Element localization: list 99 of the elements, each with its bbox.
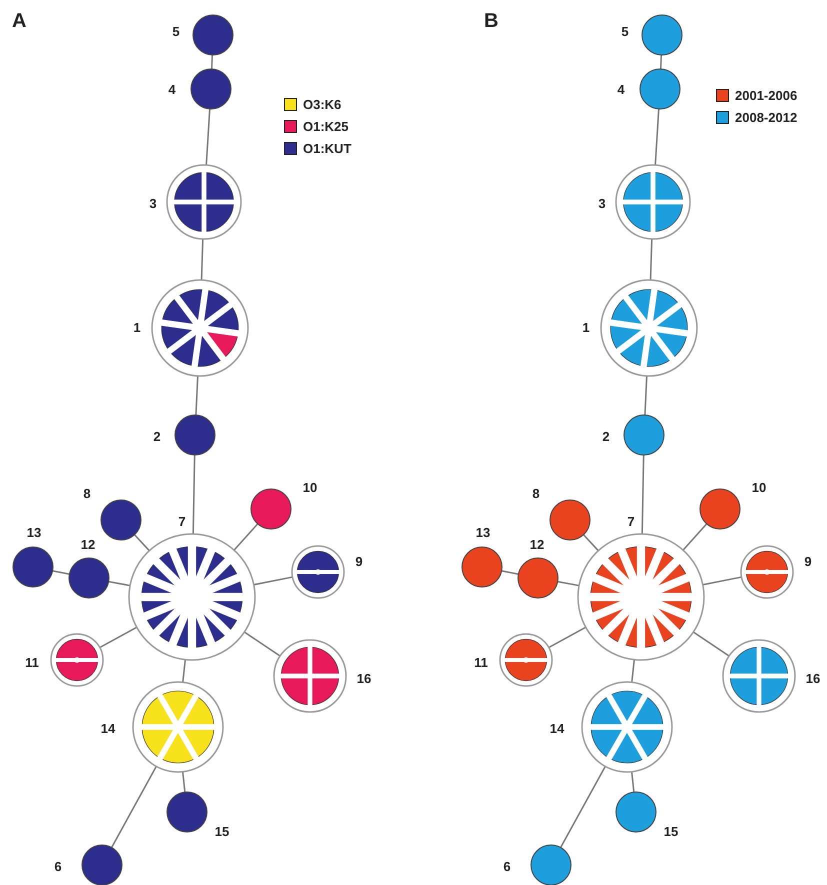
node-number: 15	[214, 825, 230, 839]
pie-chart-node	[576, 532, 706, 662]
circle-node	[189, 67, 233, 111]
node-number: 1	[133, 321, 141, 335]
circle-node	[165, 790, 209, 834]
pie-chart-node	[580, 680, 674, 774]
pie-chart-node	[49, 632, 105, 688]
legend-label: 2001-2006	[735, 89, 798, 103]
node-number: 10	[302, 481, 318, 495]
node-number: 5	[172, 25, 180, 39]
node-number: 3	[598, 197, 606, 211]
circle-node	[460, 545, 504, 589]
node-number: 6	[503, 860, 511, 874]
node-number: 11	[474, 656, 488, 670]
circle-node	[614, 790, 658, 834]
connector-line	[560, 766, 606, 848]
pie-chart-node	[721, 638, 797, 714]
panel-label: B	[484, 10, 498, 32]
connector-line	[650, 238, 653, 280]
legend-label: O3:K6	[303, 98, 342, 112]
connector-line	[182, 772, 186, 792]
node-number: 13	[476, 526, 490, 540]
connector-line	[52, 570, 70, 575]
connector-line	[254, 576, 293, 586]
connector-line	[558, 580, 580, 586]
connector-line	[641, 454, 644, 534]
node-number: 13	[26, 526, 42, 540]
node-number: 14	[100, 722, 116, 736]
circle-node	[67, 556, 111, 600]
pie-chart-node	[498, 632, 554, 688]
legend-label: 2008-2012	[735, 111, 798, 125]
panel-label: A	[12, 10, 26, 32]
node-number: 9	[355, 555, 363, 569]
node-number: 2	[153, 430, 161, 444]
node-number: 11	[25, 656, 39, 670]
connector-line	[631, 772, 635, 792]
connector-line	[206, 108, 211, 166]
connector-line	[234, 523, 258, 551]
connector-line	[134, 534, 150, 552]
circle-node	[698, 487, 742, 531]
connector-line	[644, 376, 648, 416]
circle-node	[99, 498, 143, 542]
node-number: 8	[83, 487, 91, 501]
pie-chart-node	[614, 163, 692, 241]
node-number: 12	[530, 538, 544, 552]
connector-line	[583, 534, 599, 552]
pie-chart-node	[131, 680, 225, 774]
node-number: 5	[621, 25, 629, 39]
node-number: 7	[627, 515, 635, 529]
connector-line	[501, 570, 519, 575]
node-number: 8	[532, 487, 540, 501]
circle-node	[516, 556, 560, 600]
connector-line	[548, 626, 586, 648]
connector-line	[682, 523, 708, 551]
circle-node	[640, 13, 684, 57]
node-number: 16	[356, 672, 372, 686]
pie-chart-node	[272, 638, 348, 714]
node-number: 6	[54, 860, 62, 874]
connector-line	[631, 660, 635, 682]
pie-chart-node	[150, 278, 250, 378]
circle-node	[191, 13, 235, 57]
node-number: 2	[602, 430, 610, 444]
node-number: 7	[178, 515, 186, 529]
node-number: 4	[168, 83, 176, 97]
circle-node	[11, 545, 55, 589]
pie-chart-node	[290, 544, 346, 600]
legend-label: O1:KUT	[303, 142, 352, 156]
node-number: 15	[664, 825, 678, 839]
node-number: 3	[149, 197, 157, 211]
pie-chart-node	[599, 278, 699, 378]
connector-line	[702, 576, 742, 586]
circle-node	[622, 413, 666, 457]
connector-line	[195, 376, 198, 416]
connector-line	[200, 238, 204, 280]
node-number: 9	[804, 555, 812, 569]
connector-line	[211, 54, 213, 70]
node-number: 16	[806, 672, 820, 686]
connector-line	[244, 631, 280, 657]
circle-node	[173, 413, 217, 457]
node-number: 14	[550, 722, 564, 736]
circle-node	[638, 67, 682, 111]
node-number: 12	[80, 538, 96, 552]
circle-node	[548, 498, 592, 542]
pie-chart-node	[127, 532, 257, 662]
connector-line	[108, 580, 130, 586]
pie-chart-node	[165, 163, 243, 241]
connector-line	[660, 54, 662, 70]
circle-node	[249, 487, 293, 531]
connector-line	[192, 454, 196, 534]
legend-label: O1:K25	[303, 120, 349, 134]
pie-chart-node	[739, 544, 795, 600]
connector-line	[692, 631, 730, 657]
connector-line	[654, 108, 660, 166]
node-number: 1	[582, 321, 590, 335]
connector-line	[99, 626, 138, 648]
connector-line	[111, 766, 157, 848]
node-number: 4	[617, 83, 625, 97]
connector-line	[182, 660, 186, 682]
node-number: 10	[752, 481, 766, 495]
